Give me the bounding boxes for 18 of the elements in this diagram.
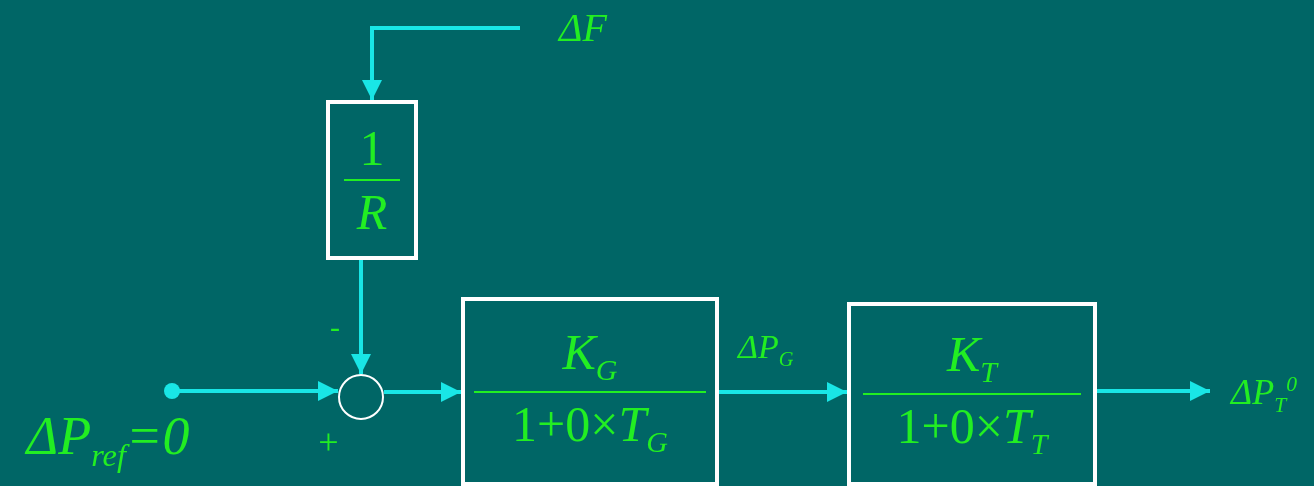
arrow [164,381,338,401]
numerator: 1 [359,123,385,173]
numerator: K$_{T}$ [946,329,997,387]
transfer-function-block [461,297,719,486]
arrow [719,382,847,402]
denominator: R [356,187,388,237]
gain-block [326,100,418,260]
denominator: 1+0×T$_{T}$ [896,401,1048,459]
summing-junction [338,374,384,420]
arrow [1097,381,1210,401]
arrow [384,382,461,402]
transfer-function-block [847,302,1097,486]
arrow [351,260,371,374]
input-label: ΔP$_{ref}$=0 [26,408,190,472]
signal-label: ΔF [559,8,607,48]
arrow [362,26,520,100]
denominator: 1+0×T$_{G}$ [512,398,668,457]
numerator: K$_{G}$ [562,326,618,385]
